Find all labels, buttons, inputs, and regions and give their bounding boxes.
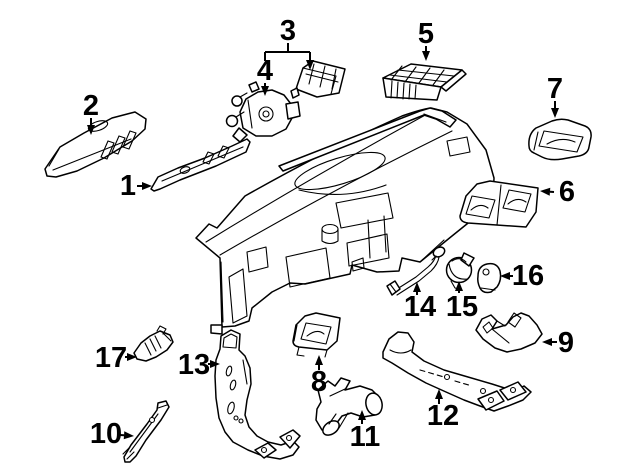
part-number-label: 3 (280, 15, 296, 47)
callout-5[interactable]: 5 (418, 18, 434, 61)
part-16-clip (477, 262, 502, 294)
part-number-label: 9 (558, 327, 574, 359)
callout-arrowhead (413, 282, 421, 292)
part-number-label: 12 (427, 400, 459, 432)
part-1-defroster-vent-strip (150, 138, 251, 192)
part-15-actuator (445, 252, 475, 291)
callout-4[interactable]: 4 (257, 55, 273, 96)
part-10-lower-bracket (122, 400, 170, 463)
callout-arrowhead (500, 272, 510, 280)
callout-6[interactable]: 6 (540, 176, 575, 208)
callout-3[interactable]: 3 (264, 15, 314, 70)
callout-arrowhead (142, 182, 152, 190)
callout-17[interactable]: 17 (95, 342, 137, 374)
part-5-defroster-grille (382, 63, 467, 101)
part-12-floor-duct (382, 331, 532, 412)
part-number-label: 8 (311, 366, 327, 398)
part-11-elbow-duct (315, 377, 383, 436)
callout-arrowhead (261, 86, 269, 96)
callout-16[interactable]: 16 (500, 260, 544, 292)
callout-14[interactable]: 14 (404, 282, 436, 323)
side-vent-opening (446, 136, 471, 157)
part-number-label: 4 (257, 55, 273, 87)
part-number-label: 1 (120, 170, 136, 202)
callout-8[interactable]: 8 (311, 355, 327, 398)
cluster-hood-recess (294, 151, 386, 191)
part-number-label: 13 (178, 349, 210, 381)
callout-10[interactable]: 10 (90, 418, 134, 450)
part-3-vent-grille (290, 60, 346, 99)
part-number-label: 7 (547, 73, 563, 105)
part-number-label: 10 (90, 418, 122, 450)
callout-1[interactable]: 1 (120, 170, 152, 202)
part-6-center-air-vent (459, 180, 539, 228)
callout-arrowhead (551, 108, 559, 118)
callout-arrowhead (422, 51, 430, 61)
part-number-label: 6 (559, 176, 575, 208)
part-number-label: 5 (418, 18, 434, 50)
part-8-lower-center-vent (292, 312, 341, 358)
callout-arrowhead (127, 353, 137, 361)
part-4-vent-actuator (225, 81, 301, 143)
part-14-control-rod (386, 246, 446, 296)
part-number-label: 16 (512, 260, 544, 292)
instrument-panel-body (195, 107, 495, 335)
callout-11[interactable]: 11 (350, 410, 381, 453)
part-9-duct-bracket (475, 312, 543, 353)
part-number-label: 15 (446, 291, 478, 323)
panel-foot-tab (210, 324, 223, 335)
callout-arrowhead (306, 60, 314, 70)
callout-13[interactable]: 13 (178, 349, 220, 381)
center-stack-opening (335, 192, 394, 229)
callout-arrowhead (123, 431, 134, 440)
callout-arrowhead (210, 360, 220, 368)
windshield-trim-strip (278, 107, 457, 172)
part-17-connector (133, 325, 174, 362)
callout-arrowhead (315, 355, 323, 365)
callout-arrowhead (435, 389, 443, 399)
callout-2[interactable]: 2 (83, 90, 99, 135)
part-number-label: 2 (83, 90, 99, 122)
part-number-label: 17 (95, 342, 127, 374)
callout-12[interactable]: 12 (427, 389, 459, 432)
callout-arrowhead (542, 338, 552, 346)
callout-arrowhead (455, 281, 463, 291)
callout-arrowhead (540, 187, 551, 196)
part-13-side-duct (214, 329, 301, 460)
side-panel-opening (228, 268, 248, 324)
part-number-label: 11 (350, 421, 381, 453)
callout-15[interactable]: 15 (446, 281, 478, 323)
callout-arrowhead (87, 125, 95, 135)
callout-arrowhead (358, 410, 366, 420)
callout-9[interactable]: 9 (542, 327, 574, 359)
part-2-side-defroster-vent (44, 111, 147, 178)
part-number-label: 14 (404, 291, 436, 323)
callout-7[interactable]: 7 (547, 73, 563, 118)
part-7-side-air-vent (528, 118, 592, 161)
